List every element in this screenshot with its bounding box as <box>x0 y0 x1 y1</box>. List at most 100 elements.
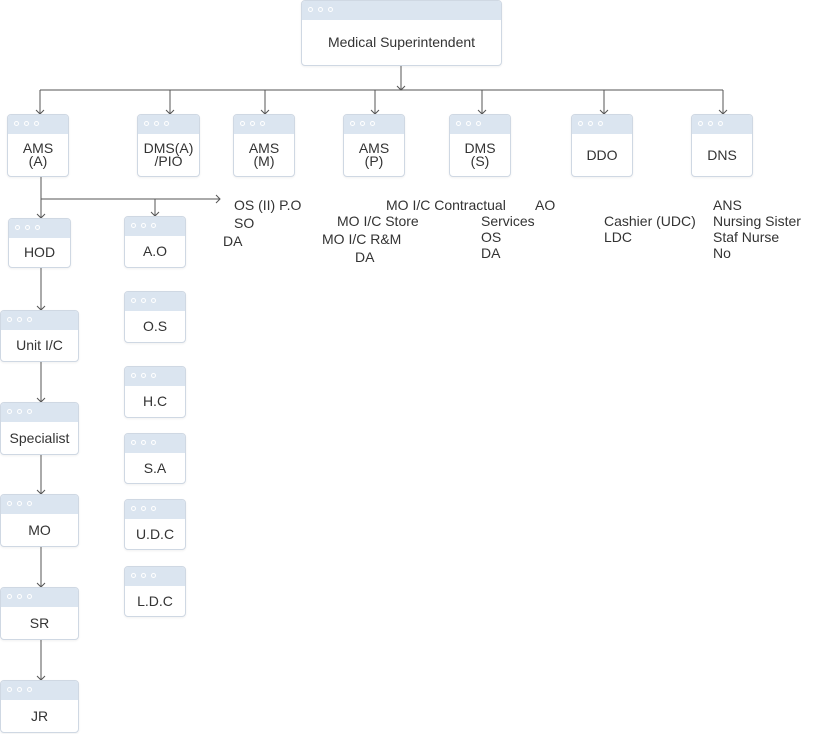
staff-item: MO I/C Contractual <box>386 197 506 213</box>
window-dot-icon <box>318 7 323 12</box>
window-dot-icon <box>7 317 12 322</box>
node-header-bar <box>1 311 78 330</box>
window-dot-icon <box>17 409 22 414</box>
window-dot-icon <box>718 121 723 126</box>
window-dot-icon <box>131 506 136 511</box>
window-dot-icon <box>476 121 481 126</box>
node-header-bar <box>344 115 404 134</box>
node-label: DMS(A) /PIO <box>143 140 194 169</box>
window-dot-icon <box>141 573 146 578</box>
staff-item: SO <box>234 215 255 231</box>
node-hc: H.C <box>124 366 186 418</box>
window-dot-icon <box>17 687 22 692</box>
window-dot-icon <box>24 121 29 126</box>
window-dot-icon <box>588 121 593 126</box>
node-dms-a: DMS(A) /PIO <box>137 114 200 177</box>
window-dot-icon <box>35 225 40 230</box>
node-label: Medical Superintendent <box>327 34 476 50</box>
window-dot-icon <box>151 573 156 578</box>
window-dot-icon <box>27 594 32 599</box>
staff-item: DA <box>481 245 501 261</box>
node-header-bar <box>125 567 185 586</box>
node-label: U.D.C <box>135 525 175 542</box>
window-dot-icon <box>131 298 136 303</box>
staff-item: AO <box>535 197 556 213</box>
window-dot-icon <box>328 7 333 12</box>
staff-item: OS (II) P.O <box>234 197 302 213</box>
node-label: MO <box>28 521 51 538</box>
node-header-bar <box>9 219 70 238</box>
node-header-bar <box>138 115 199 134</box>
staff-item: MO I/C R&M <box>322 231 402 247</box>
node-ams-p: AMS (P) <box>343 114 405 177</box>
window-dot-icon <box>25 225 30 230</box>
node-os: O.S <box>124 291 186 343</box>
window-dot-icon <box>144 121 149 126</box>
node-label: HOD <box>23 244 56 260</box>
node-header-bar <box>1 403 78 422</box>
staff-item: Cashier (UDC) <box>604 213 696 229</box>
node-medical-superintendent: Medical Superintendent <box>301 0 502 66</box>
node-label: DMS (S) <box>464 140 496 169</box>
node-header-bar <box>1 495 78 514</box>
window-dot-icon <box>141 373 146 378</box>
window-dot-icon <box>360 121 365 126</box>
staff-item: Services <box>481 213 535 229</box>
node-label: AMS (A) <box>22 140 54 169</box>
window-dot-icon <box>240 121 245 126</box>
window-dot-icon <box>131 223 136 228</box>
staff-item: Nursing Sister <box>713 213 801 229</box>
node-header-bar <box>450 115 510 134</box>
window-dot-icon <box>27 409 32 414</box>
window-dot-icon <box>466 121 471 126</box>
window-dot-icon <box>350 121 355 126</box>
node-label: JR <box>30 707 49 724</box>
window-dot-icon <box>27 501 32 506</box>
node-ldc: L.D.C <box>124 566 186 617</box>
window-dot-icon <box>7 687 12 692</box>
window-dot-icon <box>370 121 375 126</box>
node-ams-m: AMS (M) <box>233 114 295 177</box>
node-header-bar <box>125 217 185 236</box>
staff-item: LDC <box>604 229 633 245</box>
staff-item: ANS <box>713 197 742 213</box>
window-dot-icon <box>151 440 156 445</box>
node-header-bar <box>125 500 185 519</box>
staff-item: DA <box>355 249 375 265</box>
node-jr: JR <box>0 680 79 733</box>
node-header-bar <box>1 681 78 700</box>
window-dot-icon <box>151 223 156 228</box>
window-dot-icon <box>27 317 32 322</box>
node-label: A.O <box>142 243 168 259</box>
window-dot-icon <box>698 121 703 126</box>
node-unit-ic: Unit I/C <box>0 310 79 362</box>
node-label: O.S <box>142 318 168 334</box>
node-header-bar <box>572 115 632 134</box>
window-dot-icon <box>15 225 20 230</box>
node-ddo: DDO <box>571 114 633 177</box>
window-dot-icon <box>308 7 313 12</box>
staff-item: DA <box>223 233 243 249</box>
window-dot-icon <box>27 687 32 692</box>
window-dot-icon <box>250 121 255 126</box>
window-dot-icon <box>151 506 156 511</box>
node-sa: S.A <box>124 433 186 484</box>
node-label: SR <box>29 614 50 631</box>
node-dns: DNS <box>691 114 753 177</box>
node-label: L.D.C <box>137 592 173 609</box>
window-dot-icon <box>7 409 12 414</box>
window-dot-icon <box>141 440 146 445</box>
window-dot-icon <box>17 317 22 322</box>
window-dot-icon <box>131 373 136 378</box>
node-mo: MO <box>0 494 79 547</box>
node-header-bar <box>692 115 752 134</box>
window-dot-icon <box>7 594 12 599</box>
window-dot-icon <box>578 121 583 126</box>
node-header-bar <box>1 588 78 607</box>
node-dms-s: DMS (S) <box>449 114 511 177</box>
node-label: AMS (P) <box>358 140 390 169</box>
node-label: AMS (M) <box>248 140 280 169</box>
window-dot-icon <box>151 373 156 378</box>
window-dot-icon <box>7 501 12 506</box>
